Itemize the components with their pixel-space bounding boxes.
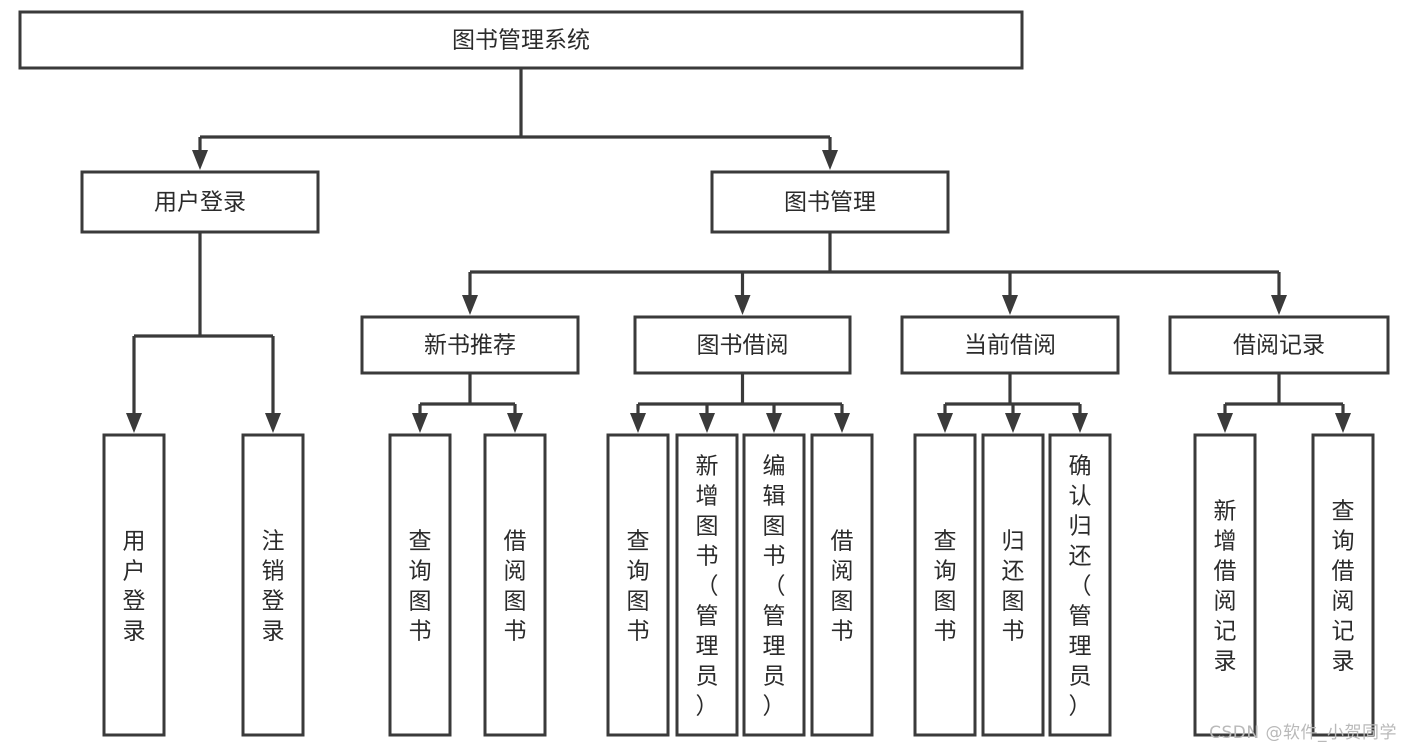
edge-group-book-borrow [630,373,850,433]
node-user-login[interactable]: 用户登录 [80,170,320,234]
arrow-head-icon [1072,413,1088,433]
edge-group-new-book-rec [412,373,523,433]
node-box-leaf-rec-add[interactable] [1193,433,1257,737]
node-label-borrow-record: 借阅记录 [1233,333,1325,359]
edge-group-borrow-record [1217,373,1351,433]
edge-group-book-manage [462,232,1287,315]
node-label-leaf-cur-confirm: 确认归还（管理员） [1069,453,1092,719]
node-leaf-rec-borrow[interactable]: 借阅图书 [483,433,547,737]
connector-layer [126,68,1351,433]
arrow-head-icon [699,413,715,433]
node-borrow-record[interactable]: 借阅记录 [1168,315,1390,375]
arrow-head-icon [1217,413,1233,433]
node-label-root: 图书管理系统 [452,28,590,54]
node-label-leaf-rec-add: 新增借阅记录 [1214,498,1237,674]
node-leaf-cur-query[interactable]: 查询图书 [913,433,977,737]
node-label-leaf-user-login: 用户登录 [123,528,146,644]
node-box-leaf-book-add[interactable] [675,433,739,737]
node-label-leaf-rec-query2: 查询借阅记录 [1332,498,1355,674]
node-box-book-borrow[interactable] [633,315,852,375]
node-leaf-book-borrow[interactable]: 借阅图书 [810,433,874,737]
node-box-leaf-rec-query[interactable] [388,433,452,737]
node-leaf-book-edit[interactable]: 编辑图书（管理员） [742,433,806,737]
arrow-head-icon [822,150,838,170]
node-box-new-book-rec[interactable] [360,315,580,375]
node-label-current-borrow: 当前借阅 [964,333,1056,359]
node-leaf-user-login[interactable]: 用户登录 [102,433,166,737]
node-leaf-rec-add[interactable]: 新增借阅记录 [1193,433,1257,737]
node-box-leaf-book-borrow[interactable] [810,433,874,737]
node-box-leaf-rec-borrow[interactable] [483,433,547,737]
node-label-leaf-user-logout: 注销登录 [262,528,285,644]
node-label-leaf-cur-return: 归还图书 [1002,528,1025,644]
node-label-leaf-cur-query: 查询图书 [934,528,957,644]
node-label-book-manage: 图书管理 [784,190,876,216]
arrow-head-icon [1335,413,1351,433]
node-box-root[interactable] [18,10,1024,70]
edge-group-user-login [126,232,281,433]
node-current-borrow[interactable]: 当前借阅 [900,315,1120,375]
node-label-leaf-book-borrow: 借阅图书 [831,528,854,644]
edge-group-current-borrow [937,373,1088,433]
node-leaf-rec-query[interactable]: 查询图书 [388,433,452,737]
node-box-leaf-cur-confirm[interactable] [1048,433,1112,737]
node-box-user-login[interactable] [80,170,320,234]
arrow-head-icon [766,413,782,433]
arrow-head-icon [1005,413,1021,433]
node-label-user-login: 用户登录 [154,190,246,216]
node-label-leaf-rec-query: 查询图书 [409,528,432,644]
node-label-book-borrow: 图书借阅 [697,333,789,359]
arrow-head-icon [1271,295,1287,315]
node-leaf-cur-confirm[interactable]: 确认归还（管理员） [1048,433,1112,737]
node-label-new-book-rec: 新书推荐 [424,333,516,359]
arrow-head-icon [1002,295,1018,315]
arrow-head-icon [462,295,478,315]
node-book-manage[interactable]: 图书管理 [710,170,950,234]
arrow-head-icon [265,413,281,433]
node-leaf-borrow-query[interactable]: 查询图书 [606,433,670,737]
node-box-leaf-rec-query2[interactable] [1311,433,1375,737]
arrow-head-icon [507,413,523,433]
arrow-head-icon [937,413,953,433]
node-label-leaf-book-add: 新增图书（管理员） [696,453,719,719]
node-new-book-rec[interactable]: 新书推荐 [360,315,580,375]
arrow-head-icon [126,413,142,433]
node-layer: 图书管理系统用户登录图书管理新书推荐图书借阅当前借阅借阅记录用户登录注销登录查询… [18,10,1390,737]
arrow-head-icon [630,413,646,433]
node-label-leaf-book-edit: 编辑图书（管理员） [763,453,786,719]
node-box-leaf-cur-query[interactable] [913,433,977,737]
node-box-leaf-borrow-query[interactable] [606,433,670,737]
node-box-leaf-cur-return[interactable] [981,433,1045,737]
arrow-head-icon [412,413,428,433]
node-box-leaf-book-edit[interactable] [742,433,806,737]
edge-group-root [192,68,838,170]
node-leaf-rec-query2[interactable]: 查询借阅记录 [1311,433,1375,737]
node-box-book-manage[interactable] [710,170,950,234]
node-label-leaf-borrow-query: 查询图书 [627,528,650,644]
node-leaf-cur-return[interactable]: 归还图书 [981,433,1045,737]
node-box-borrow-record[interactable] [1168,315,1390,375]
arrow-head-icon [734,295,751,315]
node-label-leaf-rec-borrow: 借阅图书 [504,528,527,644]
arrow-head-icon [192,150,208,170]
node-box-current-borrow[interactable] [900,315,1120,375]
node-root[interactable]: 图书管理系统 [18,10,1024,70]
node-box-leaf-user-logout[interactable] [241,433,305,737]
csdn-watermark: CSDN @软件_小贺同学 [1209,723,1397,743]
node-box-leaf-user-login[interactable] [102,433,166,737]
node-leaf-book-add[interactable]: 新增图书（管理员） [675,433,739,737]
node-leaf-user-logout[interactable]: 注销登录 [241,433,305,737]
arrow-head-icon [834,413,850,433]
node-book-borrow[interactable]: 图书借阅 [633,315,852,375]
